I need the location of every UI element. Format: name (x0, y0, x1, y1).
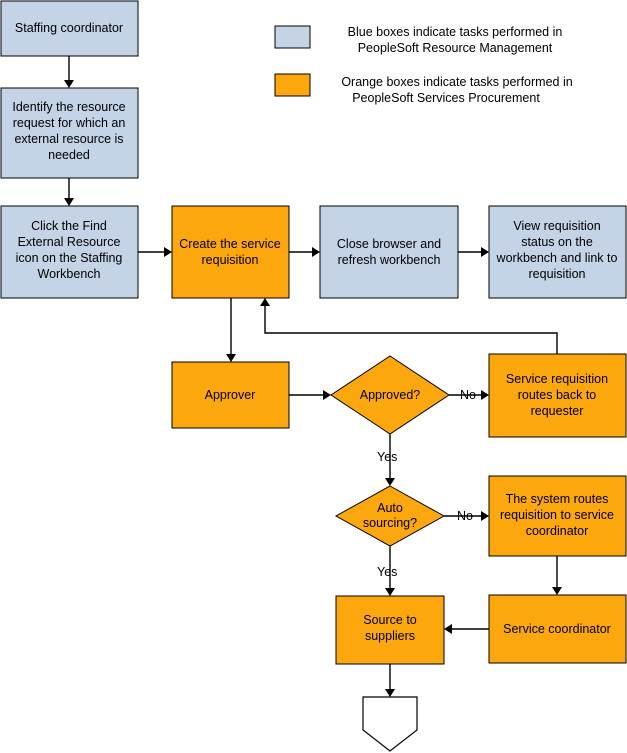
node-box (488, 353, 627, 438)
node-label-line: suppliers (365, 629, 415, 643)
node-label-line: icon on the Staffing (16, 251, 123, 265)
arrowhead (481, 247, 489, 257)
arrowhead (444, 624, 452, 634)
legend-orange-line-2: PeopleSoft Services Procurement (352, 91, 540, 105)
node-approver: Approver (171, 361, 290, 429)
node-view-requisition-status: View requisition status on the workbench… (488, 205, 627, 299)
arrowhead (64, 80, 74, 88)
node-find-external-resource: Click the Find External Resource icon on… (0, 205, 139, 299)
arrowhead (312, 247, 320, 257)
node-label-line: Service requisition (506, 372, 608, 386)
branch-label-approved-yes: Yes (377, 450, 397, 464)
connectors (64, 56, 562, 697)
node-box (319, 205, 459, 299)
node-box (0, 205, 139, 299)
node-auto-sourcing-decision: Auto sourcing? (334, 485, 446, 547)
node-label-line: needed (48, 148, 90, 162)
node-label-line: Service coordinator (503, 622, 611, 636)
legend-orange-line-1: Orange boxes indicate tasks performed in (341, 75, 572, 89)
node-box (335, 595, 445, 665)
node-label-line: Identify the resource (12, 100, 125, 114)
node-label-line: External Resource (18, 235, 121, 249)
node-label-line: refresh workbench (338, 253, 441, 267)
arrowhead (481, 511, 489, 521)
node-identify-request: Identify the resource request for which … (0, 87, 139, 179)
arrowhead (64, 198, 74, 206)
node-label-line: Click the Find (31, 219, 107, 233)
arrowhead (552, 587, 562, 595)
legend-orange-swatch (274, 73, 311, 97)
node-label-line: Source to (363, 613, 417, 627)
branch-label-auto-yes: Yes (377, 565, 397, 579)
node-label-line: Staffing coordinator (15, 21, 123, 35)
node-label-line: routes back to (518, 388, 597, 402)
arrowhead (323, 390, 331, 400)
arrowhead (385, 478, 395, 486)
node-label-line: Approver (205, 388, 256, 402)
offpage-connector (362, 696, 418, 752)
branch-labels: No Yes No Yes (377, 388, 476, 579)
arrowhead (385, 588, 395, 596)
node-label-line: workbench and link to (496, 251, 618, 265)
node-box (0, 0, 139, 57)
node-label-line: Auto (377, 501, 403, 515)
legend: Blue boxes indicate tasks performed in P… (274, 25, 573, 105)
node-box (171, 361, 290, 429)
node-label-line: coordinator (526, 524, 589, 538)
node-box (0, 87, 139, 179)
node-approved-decision: Approved? (330, 355, 450, 435)
arrowhead (226, 354, 236, 362)
node-service-coordinator: Service coordinator (488, 594, 627, 664)
node-label-line: sourcing? (363, 516, 417, 530)
node-label-line: external resource is (14, 132, 123, 146)
node-system-routes: The system routes requisition to service… (488, 475, 627, 557)
node-label-line: The system routes (506, 492, 609, 506)
node-create-requisition: Create the service requisition (171, 205, 290, 299)
node-box (171, 205, 290, 299)
branch-label-auto-no: No (457, 509, 473, 523)
legend-blue-line-2: PeopleSoft Resource Management (358, 41, 553, 55)
node-routes-back: Service requisition routes back to reque… (488, 353, 627, 438)
node-label-line: Approved? (360, 388, 421, 402)
node-staffing-coordinator: Staffing coordinator (0, 0, 139, 57)
node-box (488, 475, 627, 557)
decision-diamond (334, 485, 446, 547)
decision-diamond (330, 355, 450, 435)
node-label-line: requisition to service (500, 508, 614, 522)
arrowhead (164, 247, 172, 257)
legend-blue-line-1: Blue boxes indicate tasks performed in (348, 25, 563, 39)
legend-blue-swatch (274, 25, 311, 49)
node-box (488, 594, 627, 664)
node-label-line: requester (531, 404, 584, 418)
connector-routes-back-to-create (264, 306, 558, 354)
node-label-line: requisition (529, 267, 586, 281)
node-label-line: Workbench (38, 267, 101, 281)
node-source-to-suppliers: Source to suppliers (335, 595, 445, 665)
node-label-line: request for which an (13, 116, 126, 130)
node-box (488, 205, 627, 299)
node-label-line: status on the (521, 235, 593, 249)
node-close-browser: Close browser and refresh workbench (319, 205, 459, 299)
arrowhead (481, 390, 489, 400)
node-label-line: View requisition (513, 219, 600, 233)
node-label-line: Close browser and (337, 237, 441, 251)
node-label-line: requisition (202, 253, 259, 267)
arrowhead (385, 689, 395, 697)
arrowhead (260, 298, 270, 306)
node-label-line: Create the service (179, 237, 280, 251)
branch-label-approved-no: No (460, 388, 476, 402)
